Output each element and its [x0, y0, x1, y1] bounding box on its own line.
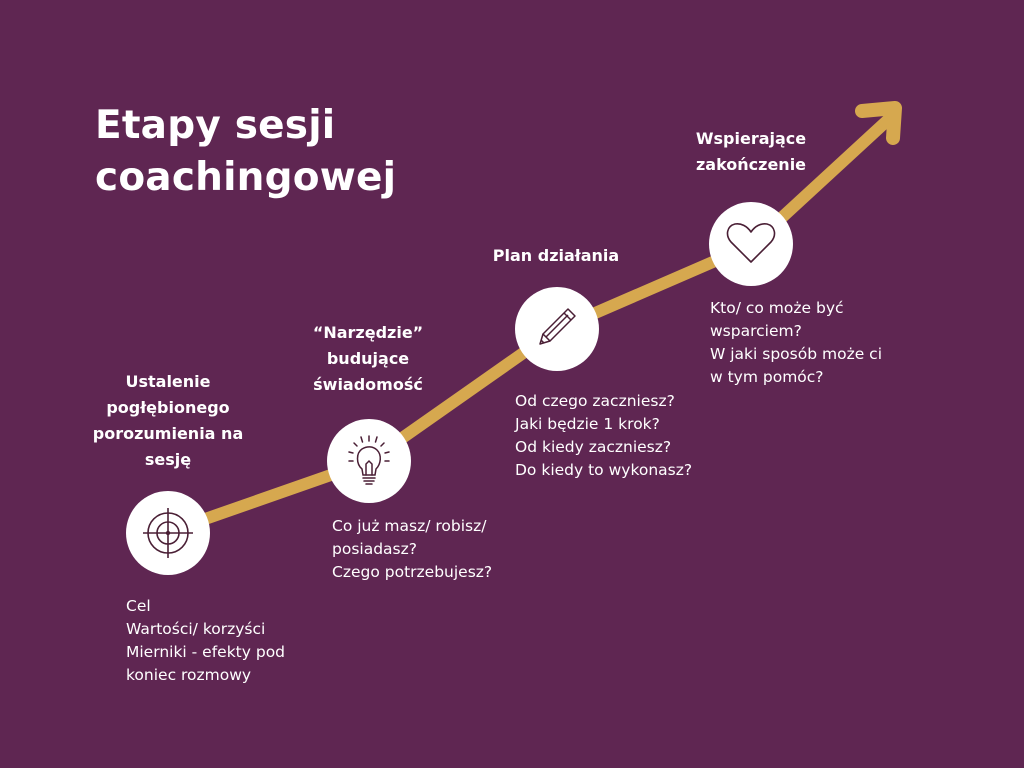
stage-1-questions: Cel Wartości/ korzyści Mierniki - efekty… — [126, 595, 285, 687]
stage-4-title: Wspierające zakończenie — [671, 126, 831, 178]
stage-3-title-line: Plan działania — [492, 246, 620, 265]
page-title: Etapy sesji coachingowej — [95, 100, 396, 204]
stage-2-circle — [327, 419, 411, 503]
heart-icon — [726, 223, 776, 263]
title-line-2: coachingowej — [95, 155, 397, 200]
stage-1-item: koniec rozmowy — [126, 666, 252, 684]
stage-1-title: Ustalenie pogłębionego porozumienia na s… — [78, 369, 258, 473]
stage-4-circle — [709, 202, 793, 286]
stage-3-item: Jaki będzie 1 krok? — [515, 415, 660, 433]
stage-3-item: Od czego zaczniesz? — [515, 392, 675, 410]
stage-4-title-line: zakończenie — [695, 155, 807, 174]
stage-2-title-line: świadomość — [313, 375, 423, 394]
stage-4-item: w tym pomóc? — [710, 368, 824, 386]
stage-2-item: posiadasz? — [332, 540, 417, 558]
stage-2-title-line: “Narzędzie” — [312, 323, 424, 342]
stage-1-title-line: Ustalenie — [125, 372, 211, 391]
title-line-1: Etapy sesji — [95, 103, 336, 148]
stage-4-title-line: Wspierające — [695, 129, 807, 148]
stage-2-title-line: budujące — [326, 349, 410, 368]
stage-1-item: Wartości/ korzyści — [126, 620, 266, 638]
target-icon — [143, 508, 193, 558]
stage-1-item: Cel — [126, 597, 151, 615]
stage-3-item: Do kiedy to wykonasz? — [515, 461, 693, 479]
stage-3-circle — [515, 287, 599, 371]
stage-4-item: W jaki sposób może ci — [710, 345, 882, 363]
stage-1-item: Mierniki - efekty pod — [126, 643, 286, 661]
stage-3-item: Od kiedy zaczniesz? — [515, 438, 672, 456]
stage-1-title-line: porozumienia na — [92, 424, 244, 443]
stage-4-item: Kto/ co może być — [710, 299, 844, 317]
stage-4-questions: Kto/ co może być wsparciem? W jaki sposó… — [710, 297, 882, 389]
stage-4-item: wsparciem? — [710, 322, 802, 340]
stage-2-title: “Narzędzie” budujące świadomość — [278, 320, 458, 398]
pencil-icon — [539, 308, 576, 345]
lightbulb-icon — [348, 435, 390, 485]
stage-1-circle — [126, 491, 210, 575]
stage-2-item: Czego potrzebujesz? — [332, 563, 493, 581]
stage-1-title-line: sesję — [144, 450, 192, 469]
stage-2-questions: Co już masz/ robisz/ posiadasz? Czego po… — [332, 515, 492, 584]
stage-3-questions: Od czego zaczniesz? Jaki będzie 1 krok? … — [515, 390, 692, 482]
stage-3-title: Plan działania — [476, 243, 636, 269]
stage-1-title-line: pogłębionego — [106, 398, 230, 417]
stage-2-item: Co już masz/ robisz/ — [332, 517, 487, 535]
